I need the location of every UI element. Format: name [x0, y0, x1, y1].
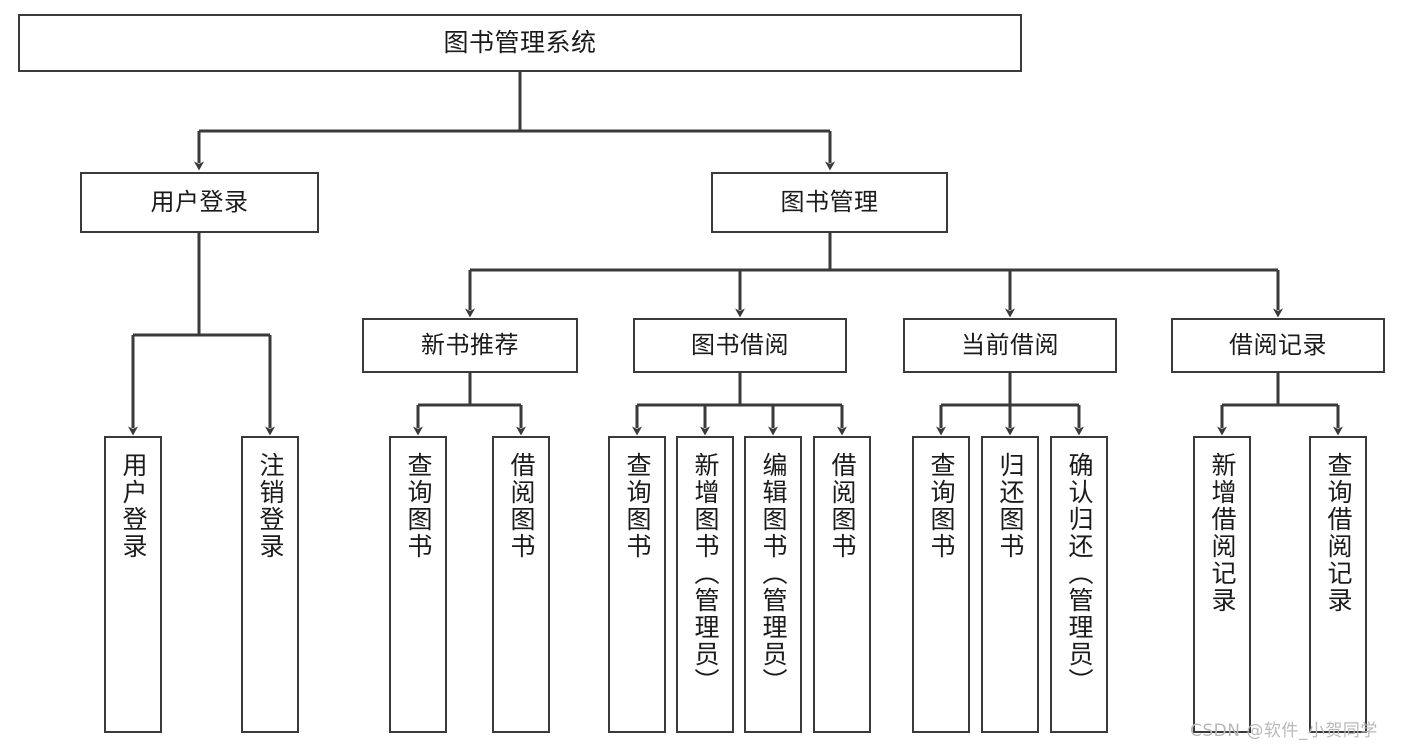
node-label: 当前借阅: [961, 331, 1059, 360]
node-leaf-add-book[interactable]: 新增图书（管理员）: [676, 436, 734, 733]
node-label: 查询图书: [927, 452, 956, 560]
node-label: 借阅记录: [1229, 331, 1327, 360]
node-user-login[interactable]: 用户登录: [80, 172, 319, 233]
node-leaf-user-login[interactable]: 用户登录: [104, 436, 162, 733]
node-label: 图书借阅: [691, 331, 789, 360]
node-leaf-borrow-book-1[interactable]: 借阅图书: [492, 436, 550, 733]
node-leaf-logout-login[interactable]: 注销登录: [241, 436, 299, 733]
node-root-system[interactable]: 图书管理系统: [18, 14, 1022, 72]
node-label: 借阅图书: [828, 452, 857, 560]
node-leaf-edit-book[interactable]: 编辑图书（管理员）: [744, 436, 802, 733]
node-new-book-recommend[interactable]: 新书推荐: [362, 318, 578, 373]
node-leaf-confirm-return[interactable]: 确认归还（管理员）: [1050, 436, 1108, 733]
node-book-borrow[interactable]: 图书借阅: [633, 318, 847, 373]
node-leaf-query-record[interactable]: 查询借阅记录: [1309, 436, 1367, 733]
node-label: 编辑图书（管理员）: [759, 452, 788, 695]
node-label: 新增借阅记录: [1208, 452, 1237, 614]
node-leaf-add-record[interactable]: 新增借阅记录: [1193, 436, 1251, 733]
node-leaf-query-book-1[interactable]: 查询图书: [389, 436, 447, 733]
node-label: 注销登录: [256, 452, 285, 560]
node-book-management[interactable]: 图书管理: [711, 172, 948, 233]
node-label: 图书管理: [780, 188, 879, 217]
node-label: 归还图书: [996, 452, 1025, 560]
node-leaf-query-book-2[interactable]: 查询图书: [608, 436, 666, 733]
node-label: 查询图书: [404, 452, 433, 560]
node-leaf-return-book[interactable]: 归还图书: [981, 436, 1039, 733]
node-label: 新增图书（管理员）: [691, 452, 720, 695]
node-label: 借阅图书: [507, 452, 536, 560]
node-leaf-borrow-book-2[interactable]: 借阅图书: [813, 436, 871, 733]
node-label: 用户登录: [119, 452, 148, 560]
watermark-text: CSDN @软件_小贺同学: [1190, 721, 1378, 741]
node-label: 确认归还（管理员）: [1065, 452, 1094, 695]
node-label: 用户登录: [150, 188, 249, 217]
node-label: 查询图书: [623, 452, 652, 560]
node-label: 新书推荐: [421, 331, 519, 360]
node-current-borrow[interactable]: 当前借阅: [903, 318, 1117, 373]
node-label: 查询借阅记录: [1324, 452, 1353, 614]
node-leaf-query-book-3[interactable]: 查询图书: [912, 436, 970, 733]
node-label: 图书管理系统: [443, 28, 597, 58]
node-borrow-record[interactable]: 借阅记录: [1171, 318, 1385, 373]
